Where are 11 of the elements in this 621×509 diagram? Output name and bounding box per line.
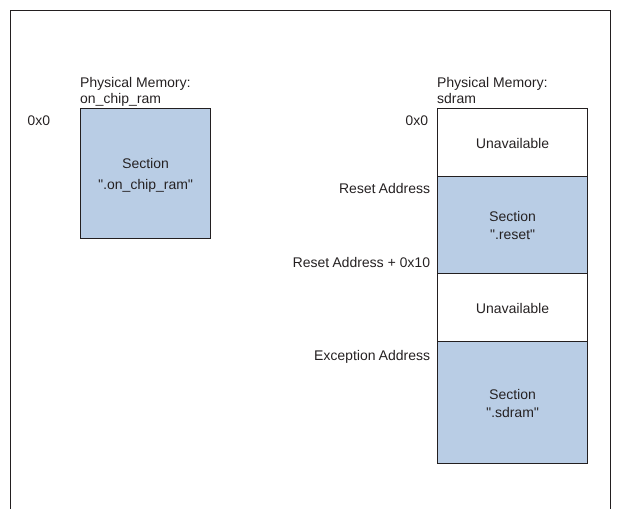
memory-section: Section ".sdram" <box>438 342 587 464</box>
address-label: Reset Address + 0x10 <box>292 253 430 272</box>
address-label: 0x0 <box>27 111 50 130</box>
address-label: Reset Address <box>338 179 430 198</box>
memory-column <box>437 74 588 464</box>
address-label: 0x0 <box>405 111 428 130</box>
memory-section: Section ".on_chip_ram" <box>80 108 211 239</box>
address-label: Exception Address <box>314 346 430 365</box>
memory-section: Section ".reset" <box>438 177 587 274</box>
memory-heading: Physical Memory: on_chip_ram <box>80 74 192 108</box>
memory-heading: Physical Memory: sdram <box>437 74 548 108</box>
